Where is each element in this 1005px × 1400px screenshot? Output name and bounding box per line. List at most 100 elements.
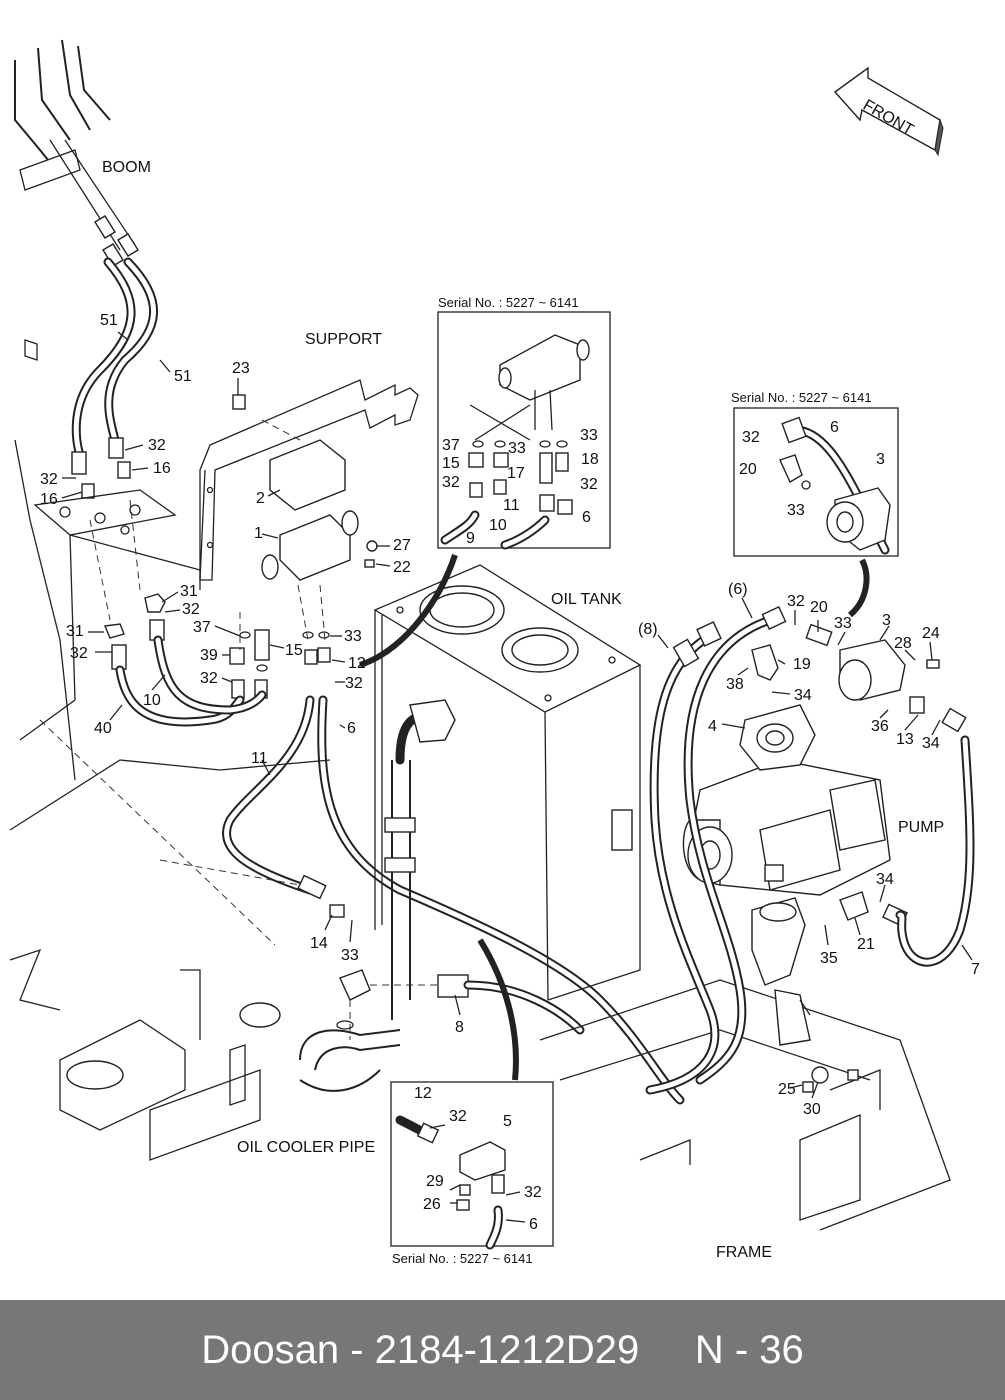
callout: 34	[922, 735, 940, 752]
serial-note-top: Serial No. : 5227 ~ 6141	[438, 295, 579, 310]
callouts-inset-right: 32 6 3 20 33	[739, 419, 885, 519]
callouts-main: 51 51 32 16 32 16 23 2 1 27 22 31 32 31 …	[40, 312, 980, 1118]
callout: 33	[341, 947, 359, 964]
callout: 6	[347, 720, 356, 737]
callout: 28	[894, 635, 912, 652]
fittings-left	[104, 593, 331, 699]
callout: 32	[449, 1108, 467, 1125]
frame	[9, 759, 951, 1231]
callout: 2	[256, 490, 265, 507]
serial-note-right: Serial No. : 5227 ~ 6141	[731, 390, 872, 405]
callout: 37	[193, 619, 211, 636]
leader-lines	[39, 331, 973, 1099]
callout: 12	[348, 655, 366, 672]
callout: 9	[466, 530, 475, 547]
callout: 32	[787, 593, 805, 610]
callout: 32	[442, 474, 460, 491]
support-caption: SUPPORT	[305, 331, 382, 348]
callout: 11	[503, 497, 520, 514]
callout: 15	[285, 642, 303, 659]
callout: 32	[70, 645, 88, 662]
callout: 19	[793, 656, 811, 673]
callout: 12	[414, 1085, 432, 1102]
callout: 6	[529, 1216, 538, 1233]
callout: 16	[153, 460, 171, 477]
valve-block	[232, 394, 378, 581]
valve-plate	[19, 489, 201, 741]
callout: 32	[580, 476, 598, 493]
callout: 51	[100, 312, 118, 329]
callout: 21	[857, 936, 875, 953]
callout: 32	[200, 670, 218, 687]
callout: 7	[971, 961, 980, 978]
callout: 38	[726, 676, 744, 693]
callout: 40	[94, 720, 112, 737]
callout: 25	[778, 1081, 796, 1098]
callout: 33	[834, 615, 852, 632]
callout: 31	[66, 623, 84, 640]
callout: 11	[251, 750, 268, 767]
callout: 32	[40, 471, 58, 488]
callout: 36	[871, 718, 889, 735]
callout: 32	[345, 675, 363, 692]
callout: 31	[180, 583, 198, 600]
callout: 6	[830, 419, 839, 436]
callouts-inset-bottom: 12 32 5 29 26 32 6	[414, 1085, 542, 1233]
inset-top	[437, 311, 611, 550]
oil-cooler-pipe-caption: OIL COOLER PIPE	[237, 1139, 375, 1156]
hydraulic-parts-diagram: FRONT	[9, 39, 980, 1266]
footer-bar: Doosan - 2184-1212D29 N - 36	[0, 1300, 1005, 1400]
callout: 8	[455, 1019, 464, 1036]
callout: 15	[442, 455, 460, 472]
callouts-inset-top: 37 33 33 15 17 18 32 32 11 6 9 10	[442, 427, 599, 547]
callout: 14	[310, 935, 328, 952]
callout: 37	[442, 437, 460, 454]
callout: 10	[143, 692, 161, 709]
callout: 18	[581, 451, 599, 468]
pump-caption: PUMP	[898, 819, 944, 836]
callout: 32	[182, 601, 200, 618]
callout: 1	[254, 525, 263, 542]
callout: 27	[393, 537, 411, 554]
callout: 3	[882, 612, 891, 629]
callout: 29	[426, 1173, 444, 1190]
callout: 32	[742, 429, 760, 446]
callout: 4	[708, 718, 717, 735]
callout: 35	[820, 950, 838, 967]
callout: 22	[393, 559, 411, 576]
serial-note-bottom: Serial No. : 5227 ~ 6141	[392, 1251, 533, 1266]
frame-caption: FRAME	[716, 1244, 772, 1261]
boom-caption: BOOM	[102, 159, 151, 176]
callout: 26	[423, 1196, 441, 1213]
callout: 33	[787, 502, 805, 519]
callout: 10	[489, 517, 507, 534]
oil-tank	[373, 564, 642, 1020]
callout: 32	[524, 1184, 542, 1201]
callout: 6	[582, 509, 591, 526]
hose-8	[437, 974, 585, 1035]
callout: 30	[803, 1101, 821, 1118]
callout: 34	[876, 871, 894, 888]
callout: 23	[232, 360, 250, 377]
callout: (6)	[728, 581, 748, 598]
inset-pointers	[359, 554, 870, 1081]
callout: 20	[739, 461, 757, 478]
inset-right	[733, 407, 899, 557]
callout: 13	[896, 731, 914, 748]
pump-assembly	[682, 623, 967, 1046]
oil-cooler-pipe	[299, 969, 440, 1092]
callout: 39	[200, 647, 218, 664]
support-bracket	[199, 379, 419, 581]
callout: 20	[810, 599, 828, 616]
callout: 24	[922, 625, 940, 642]
hoses-lower-left	[115, 635, 685, 1105]
callout: 33	[580, 427, 598, 444]
callout: 33	[508, 440, 526, 457]
callout: 16	[40, 491, 58, 508]
callout: 5	[503, 1113, 512, 1130]
inset-bottom	[390, 1081, 554, 1250]
callout: 34	[794, 687, 812, 704]
callout: 33	[344, 628, 362, 645]
callout: 51	[174, 368, 192, 385]
pump-hoses	[645, 606, 975, 1095]
